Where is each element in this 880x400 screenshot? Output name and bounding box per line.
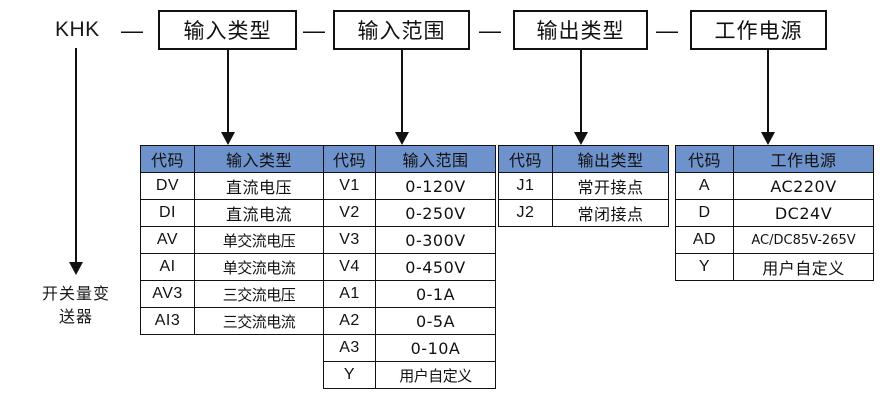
table-header-row: 代码 输入范围 [323,145,496,173]
cell-desc: 常开接点 [552,172,669,200]
segment-box-output-type[interactable]: 输出类型 [513,10,648,50]
table-row: AD AC/DC85V-265V [675,226,874,254]
cell-desc: 0-120V [375,172,496,200]
table-row: V4 0-450V [323,253,496,281]
arrowhead-icon-input-range [395,132,409,145]
table-row: V2 0-250V [323,199,496,227]
separator-dash-4: — [656,18,678,43]
column-header-value: 工作电源 [733,145,874,173]
cell-code: V3 [323,226,376,254]
cell-code: A1 [323,280,376,308]
separator-dash-2: — [303,18,325,43]
cell-desc: 直流电压 [194,172,324,200]
arrowhead-icon-power-supply [761,132,775,145]
table-row: AV 单交流电压 [140,226,324,254]
cell-code: A [675,172,734,200]
table-row: Y 用户自定义 [675,253,874,281]
separator-dash-3: — [479,18,501,43]
cell-code: DI [140,199,195,227]
table-row: DV 直流电压 [140,172,324,200]
segment-box-power-supply[interactable]: 工作电源 [690,10,827,50]
arrowhead-icon-input-type [221,132,235,145]
cell-desc: 单交流电压 [194,226,324,254]
cell-code: AI [140,253,195,281]
cell-desc: 0-5A [375,307,496,335]
connector-line-power-supply [767,50,769,136]
cell-code: A2 [323,307,376,335]
cell-code: AD [675,226,734,254]
column-header-code: 代码 [323,145,376,173]
cell-desc: 直流电流 [194,199,324,227]
table-row: V3 0-300V [323,226,496,254]
table-row: AI 单交流电流 [140,253,324,281]
connector-line-input-range [401,50,403,136]
cell-code: Y [323,361,376,389]
legend-table-power-supply: 代码 工作电源 A AC220V D DC24V AD AC/DC85V-265… [675,145,874,281]
cell-desc: 用户自定义 [375,361,496,389]
column-header-code: 代码 [140,145,195,173]
table-row: V1 0-120V [323,172,496,200]
cell-code: A3 [323,334,376,362]
cell-desc: 0-300V [375,226,496,254]
cell-code: J2 [498,199,553,227]
cell-desc: AC220V [733,172,874,200]
cell-desc: 0-450V [375,253,496,281]
table-row: A2 0-5A [323,307,496,335]
connector-line-input-type [227,50,229,136]
table-row: Y 用户自定义 [323,361,496,389]
separator-dash-1: — [121,18,143,43]
column-header-value: 输出类型 [552,145,669,173]
cell-code: J1 [498,172,553,200]
cell-desc: 常闭接点 [552,199,669,227]
table-header-row: 代码 输出类型 [498,145,669,173]
cell-desc: 三交流电压 [194,280,324,308]
table-row: DI 直流电流 [140,199,324,227]
arrowhead-icon-output-type [574,132,588,145]
column-header-value: 输入范围 [375,145,496,173]
legend-table-input-type: 代码 输入类型 DV 直流电压 DI 直流电流 AV 单交流电压 AI 单交流电… [140,145,324,335]
cell-desc: AC/DC85V-265V [733,226,874,254]
table-row: A AC220V [675,172,874,200]
table-row: AV3 三交流电压 [140,280,324,308]
cell-code: V2 [323,199,376,227]
product-caption-line-1: 开关量变 [41,284,110,303]
product-caption: 开关量变 送器 [20,282,132,328]
table-header-row: 代码 工作电源 [675,145,874,173]
legend-table-input-range: 代码 输入范围 V1 0-120V V2 0-250V V3 0-300V V4… [323,145,496,389]
product-caption-line-2: 送器 [58,307,93,327]
cell-code: Y [675,253,734,281]
table-row: J1 常开接点 [498,172,669,200]
table-row: D DC24V [675,199,874,227]
cell-code: D [675,199,734,227]
cell-desc: 三交流电流 [194,307,324,335]
cell-desc: 0-1A [375,280,496,308]
cell-code: V4 [323,253,376,281]
table-row: AI3 三交流电流 [140,307,324,335]
cell-desc: DC24V [733,199,874,227]
column-header-value: 输入类型 [194,145,324,173]
connector-line-brand [75,48,77,265]
column-header-code: 代码 [498,145,553,173]
cell-code: AV [140,226,195,254]
cell-desc: 0-10A [375,334,496,362]
table-header-row: 代码 输入类型 [140,145,324,173]
arrowhead-icon-brand [69,262,83,275]
cell-code: AV3 [140,280,195,308]
table-row: A1 0-1A [323,280,496,308]
brand-label: KHK [55,18,100,41]
table-row: A3 0-10A [323,334,496,362]
cell-code: AI3 [140,307,195,335]
segment-box-input-range[interactable]: 输入范围 [333,10,470,50]
segment-box-input-type[interactable]: 输入类型 [158,10,297,50]
connector-line-output-type [580,50,582,136]
cell-desc: 用户自定义 [733,253,874,281]
legend-table-output-type: 代码 输出类型 J1 常开接点 J2 常闭接点 [498,145,669,227]
cell-code: DV [140,172,195,200]
column-header-code: 代码 [675,145,734,173]
cell-code: V1 [323,172,376,200]
cell-desc: 单交流电流 [194,253,324,281]
table-row: J2 常闭接点 [498,199,669,227]
cell-desc: 0-250V [375,199,496,227]
